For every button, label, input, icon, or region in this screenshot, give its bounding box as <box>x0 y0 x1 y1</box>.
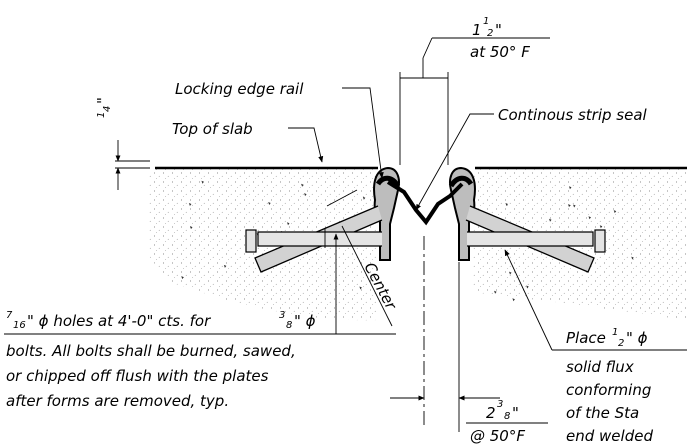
aggregate-mark <box>549 218 552 222</box>
note-left: 7 16 " ϕ holes at 4'-0" cts. for 3 8 " ϕ… <box>4 233 396 410</box>
note-left-l3: or chipped off flush with the plates <box>6 367 269 385</box>
note-left-l1-b-den: 8 <box>286 320 292 331</box>
aggregate-mark <box>588 216 592 220</box>
aggregate-mark <box>613 210 617 214</box>
note-right-l2: solid flux <box>566 358 634 376</box>
note-right-l4: of the Sta <box>566 404 639 422</box>
aggregate-mark <box>599 225 603 229</box>
leader-top-of-slab <box>288 127 324 163</box>
note-right-l3: conforming <box>566 381 651 399</box>
dim-top-num: 1 <box>483 16 489 27</box>
leader-edge-rail <box>342 87 384 179</box>
note-right-l1-den: 2 <box>618 338 624 349</box>
dimension-bottom: 2 3 8 " @ 50°F <box>390 262 548 445</box>
aggregate-mark <box>573 204 576 208</box>
aggregate-mark <box>568 204 571 208</box>
dim-bottom-cond: @ 50°F <box>470 427 525 445</box>
aggregate-mark <box>268 202 271 206</box>
note-right-l1-a: Place <box>566 329 606 347</box>
note-left-l2: bolts. All bolts shall be burned, sawed, <box>6 342 296 360</box>
aggregate-mark <box>359 286 362 290</box>
aggregate-mark <box>181 276 184 280</box>
dim-bottom-unit: " <box>512 404 519 422</box>
aggregate-mark <box>512 298 515 302</box>
dim-top-whole: 1 <box>472 21 482 39</box>
dim-bottom-den: 8 <box>504 411 510 422</box>
aggregate-mark <box>509 271 512 275</box>
aggregate-mark <box>304 193 307 197</box>
label-strip-seal: Continous strip seal <box>498 106 648 124</box>
aggregate-mark <box>287 222 290 226</box>
aggregate-mark <box>201 180 204 184</box>
note-left-l1-a-rest: " ϕ holes at 4'-0" cts. for <box>27 312 211 330</box>
aggregate-mark <box>526 285 529 289</box>
dim-left-num: 1 <box>96 112 107 118</box>
aggregate-mark <box>505 202 508 206</box>
aggregate-mark <box>568 186 572 190</box>
anchor-tick <box>326 189 358 207</box>
aggregate-mark <box>494 290 497 294</box>
aggregate-mark <box>189 226 193 230</box>
note-left-l1-a-den: 16 <box>13 320 26 331</box>
right-edge-rail <box>448 166 606 273</box>
label-top-of-slab: Top of slab <box>172 120 253 138</box>
note-left-l4: after forms are removed, typ. <box>6 392 229 410</box>
aggregate-mark <box>223 264 227 268</box>
dimension-top: 1 1 2 " at 50° F <box>399 16 550 165</box>
note-right-l1-b: " ϕ <box>626 329 648 347</box>
note-right: Place 1 2 " ϕ solid flux conforming of t… <box>504 249 687 445</box>
label-locking-edge-rail: Locking edge rail <box>175 80 304 98</box>
leader-center <box>341 225 393 327</box>
note-left-l1-b-num: 3 <box>279 310 285 321</box>
note-left-l1-a-num: 7 <box>6 310 13 321</box>
aggregate-mark <box>188 203 192 207</box>
dim-bottom-whole: 2 <box>486 404 496 422</box>
strip-seal <box>386 180 464 226</box>
dim-top-den: 2 <box>487 28 493 39</box>
note-left-l1-b-rest: " ϕ <box>294 312 316 330</box>
note-right-l5: end welded <box>566 427 653 445</box>
dimension-left: 1 4 " <box>94 97 121 190</box>
dim-left-den: 4 <box>102 106 113 112</box>
aggregate-mark <box>631 256 634 260</box>
left-edge-rail <box>245 166 401 273</box>
dim-top-cond: at 50° F <box>470 43 530 61</box>
dim-bottom-num: 3 <box>497 399 503 410</box>
aggregate-mark <box>362 196 366 200</box>
note-right-l1-num: 1 <box>612 327 618 338</box>
dim-left-unit: " <box>94 97 112 104</box>
aggregate-mark <box>301 183 304 187</box>
dim-top-unit: " <box>495 21 502 39</box>
leader-strip-seal <box>415 113 494 211</box>
